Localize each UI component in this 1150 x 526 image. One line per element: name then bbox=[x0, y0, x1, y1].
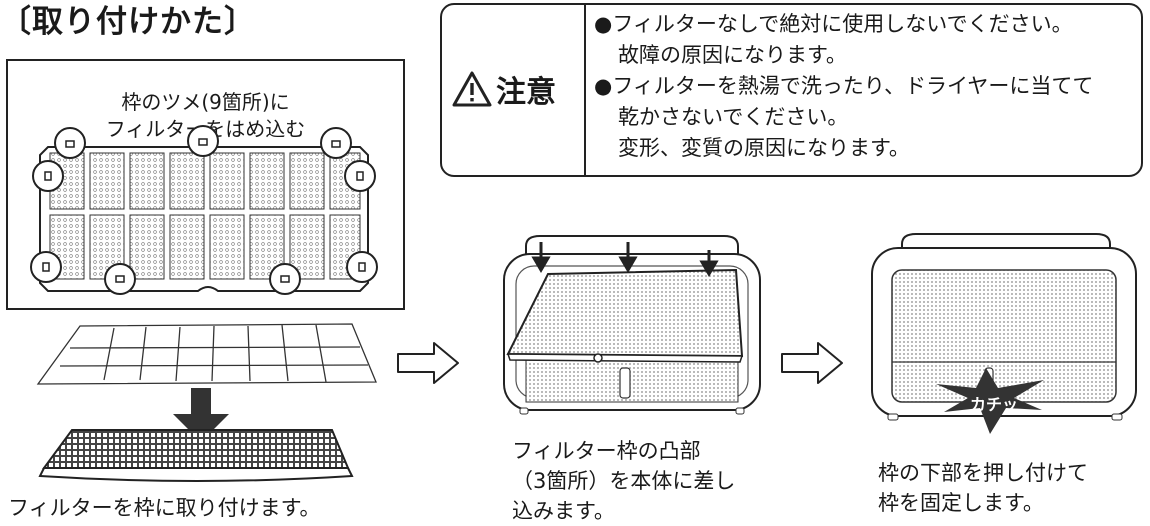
caption-line: フィルターを枠に取り付けます。 bbox=[8, 496, 321, 520]
caution-line: 変形、変質の原因になります。 bbox=[618, 136, 910, 160]
loose-filter bbox=[36, 323, 377, 385]
inset-caption: 枠のツメ(9箇所)に フィルターをはめ込む bbox=[48, 89, 363, 143]
filter-panel bbox=[506, 268, 744, 363]
fix-frame-illustration bbox=[871, 233, 1137, 434]
next-step-arrow-icon bbox=[781, 342, 843, 384]
caution-line: 故障の原因になります。 bbox=[618, 43, 847, 67]
section-heading: 〔取り付けかた〕 bbox=[0, 4, 256, 40]
step-3-caption: 枠の下部を押し付けて 枠を固定します。 bbox=[878, 458, 1088, 518]
step-2-caption: フィルター枠の凸部 （3箇所）を本体に差し 込みます。 bbox=[512, 436, 735, 526]
down-arrow-icon bbox=[173, 388, 229, 442]
inset-caption-line: 枠のツメ(9箇所)に bbox=[121, 90, 290, 114]
caution-line: ●フィルターを熱湯で洗ったり、ドライヤーに当てて bbox=[594, 74, 1094, 98]
filter-and-frame-illustration bbox=[36, 323, 377, 482]
caution-text: ●フィルターなしで絶対に使用しないでください。 故障の原因になります。 ●フィル… bbox=[594, 9, 1093, 164]
caution-box: 注意 ●フィルターなしで絶対に使用しないでください。 故障の原因になります。 ●… bbox=[440, 3, 1143, 177]
filter-frame bbox=[38, 429, 354, 482]
filter-frame-illustration bbox=[30, 125, 378, 295]
click-sound-label: カチッ bbox=[969, 395, 1018, 414]
caution-divider bbox=[584, 5, 586, 175]
click-burst-icon bbox=[936, 368, 1044, 434]
caption-line: （3箇所）を本体に差し bbox=[512, 469, 736, 493]
caption-line: 枠を固定します。 bbox=[878, 491, 1044, 515]
caution-line: 乾かさないでください。 bbox=[618, 105, 849, 129]
caution-label: 注意 bbox=[452, 67, 556, 111]
caption-line: フィルター枠の凸部 bbox=[512, 439, 701, 463]
insert-filter-illustration bbox=[503, 235, 761, 415]
frame-claw-inset: 枠のツメ(9箇所)に フィルターをはめ込む bbox=[6, 59, 405, 310]
next-step-arrow-icon bbox=[397, 342, 459, 384]
insert-arrow-icon bbox=[531, 242, 719, 277]
warning-triangle-icon bbox=[452, 71, 492, 107]
unit-body bbox=[871, 233, 1137, 421]
caption-line: 込みます。 bbox=[512, 499, 615, 523]
caution-line: ●フィルターなしで絶対に使用しないでください。 bbox=[594, 12, 1073, 36]
caption-line: 枠の下部を押し付けて bbox=[878, 461, 1088, 485]
caution-label-text: 注意 bbox=[496, 75, 556, 110]
step-1-caption: フィルターを枠に取り付けます。 bbox=[8, 493, 320, 523]
